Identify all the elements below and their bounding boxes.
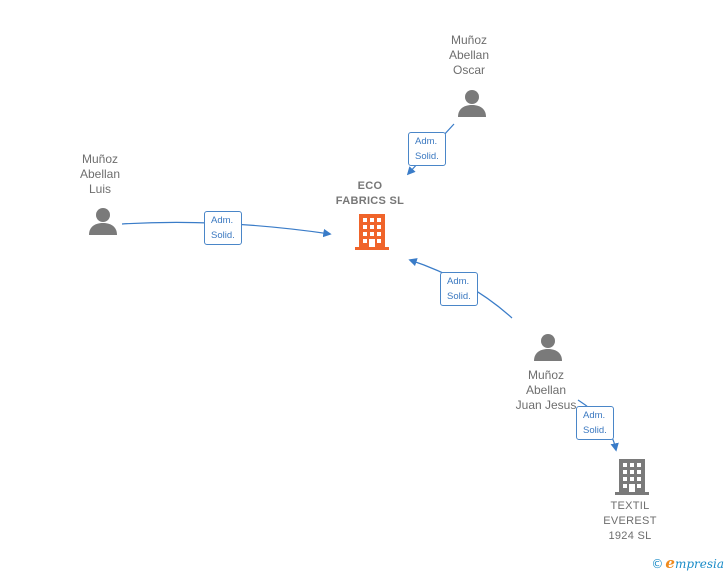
edge-tag-line: Solid. (415, 151, 439, 162)
edge-tag-line: Solid. (447, 291, 471, 302)
node-label-juan[interactable]: Muñoz Abellan Juan Jesus (508, 368, 584, 413)
edge-tag-luis-eco[interactable]: Adm. Solid. (204, 211, 242, 245)
person-icon-juan[interactable] (533, 333, 563, 361)
person-icon-oscar[interactable] (457, 89, 487, 117)
edge-tag-line: Solid. (583, 425, 607, 436)
node-label-luis[interactable]: Muñoz Abellan Luis (65, 152, 135, 197)
label-line: Muñoz (450, 33, 488, 47)
edge-tag-oscar-eco[interactable]: Adm. Solid. (408, 132, 446, 166)
building-icon-eco-fabrics[interactable] (355, 214, 389, 250)
building-icon-textil-everest[interactable] (615, 459, 649, 495)
label-line: Muñoz (81, 152, 119, 166)
edge-tag-line: Adm. (211, 215, 234, 226)
label-line: Luis (88, 182, 111, 196)
label-line: FABRICS SL (335, 195, 405, 207)
brand-initial: e (665, 554, 675, 572)
edge-tag-line: Adm. (415, 136, 438, 147)
label-line: Oscar (452, 63, 485, 77)
person-icon-luis[interactable] (88, 207, 118, 235)
node-label-eco-fabrics[interactable]: ECO FABRICS SL (320, 179, 420, 209)
label-line: EVEREST (603, 515, 657, 527)
node-label-oscar[interactable]: Muñoz Abellan Oscar (434, 33, 504, 78)
label-line: TEXTIL (610, 500, 650, 512)
brand-name: mpresia (674, 557, 724, 571)
empresia-logo: ©empresia (651, 554, 724, 572)
label-line: ECO (357, 180, 383, 192)
label-line: Abellan (79, 167, 121, 181)
label-line: Muñoz (527, 368, 565, 382)
edge-tag-line: Solid. (211, 230, 235, 241)
node-label-textil-everest[interactable]: TEXTIL EVEREST 1924 SL (595, 499, 665, 544)
label-line: Juan Jesus (515, 398, 577, 412)
edge-tag-line: Adm. (447, 276, 470, 287)
label-line: Abellan (448, 48, 490, 62)
edge-tag-juan-textil[interactable]: Adm. Solid. (576, 406, 614, 440)
copyright-symbol: © (651, 557, 664, 571)
label-line: 1924 SL (608, 530, 652, 542)
label-line: Abellan (525, 383, 567, 397)
edge-tag-juan-eco[interactable]: Adm. Solid. (440, 272, 478, 306)
edge-tag-line: Adm. (583, 410, 606, 421)
